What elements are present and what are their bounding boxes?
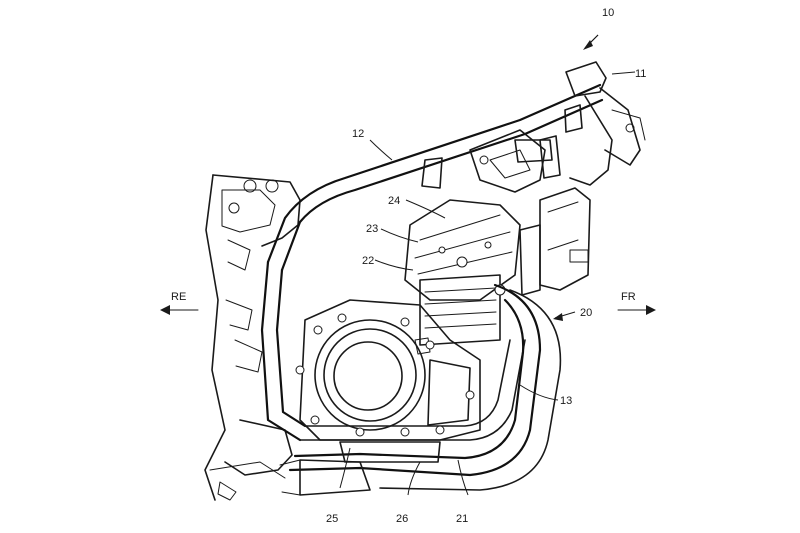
label-20: 20 <box>580 307 592 319</box>
main-frame <box>260 83 604 442</box>
label-12: 12 <box>352 128 364 140</box>
exhaust-arrow <box>553 313 563 321</box>
intake-components <box>421 129 553 193</box>
label-13: 13 <box>560 395 572 407</box>
direction-front <box>617 305 656 315</box>
oil-pan <box>339 441 441 463</box>
label-10: 10 <box>602 7 614 19</box>
direction-rear-label: RE <box>171 291 186 303</box>
exhaust-pipes <box>279 283 562 496</box>
label-24: 24 <box>388 195 400 207</box>
head-pipe <box>539 61 646 186</box>
label-21: 21 <box>456 513 468 525</box>
label-23: 23 <box>366 223 378 235</box>
label-25: 25 <box>326 513 338 525</box>
cylinder-assembly <box>404 199 521 346</box>
label-26: 26 <box>396 513 408 525</box>
assembly-arrow <box>583 34 599 50</box>
rear-body-outline <box>204 174 301 501</box>
crankcase <box>295 299 481 441</box>
direction-front-label: FR <box>621 291 636 303</box>
label-11: 11 <box>635 68 646 80</box>
radiator <box>519 187 591 296</box>
direction-rear <box>160 305 199 315</box>
label-22: 22 <box>362 255 374 267</box>
